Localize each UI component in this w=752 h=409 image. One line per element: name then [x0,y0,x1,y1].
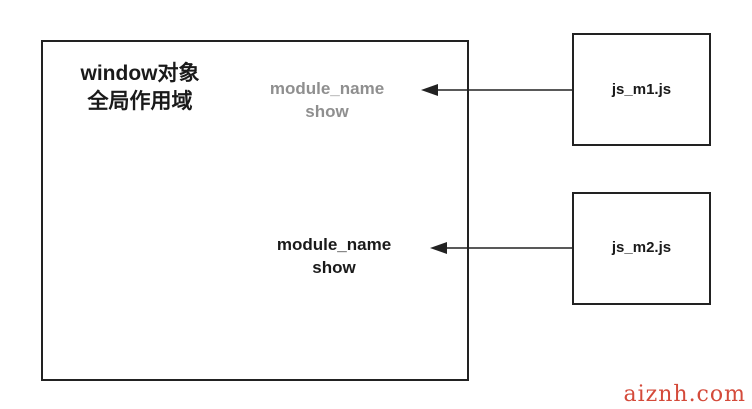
module-label-m2: js_m2.js [611,239,672,256]
current-show: show [312,258,356,277]
module-box-m2 [572,192,711,305]
module-box-m1 [572,33,711,146]
module-label-m1: js_m1.js [611,81,672,98]
current-vars: module_name show [249,233,419,279]
window-scope-title-line2: 全局作用域 [87,90,193,113]
overwritten-show: show [305,102,349,121]
window-scope-box [41,40,469,381]
overwritten-module-name: module_name [269,79,385,98]
window-scope-title: window对象 全局作用域 [60,60,220,116]
overwritten-vars: module_name show [242,77,412,123]
current-module-name: module_name [276,235,392,254]
window-scope-title-line1: window对象 [80,62,200,85]
watermark: aiznh.com [623,382,746,407]
